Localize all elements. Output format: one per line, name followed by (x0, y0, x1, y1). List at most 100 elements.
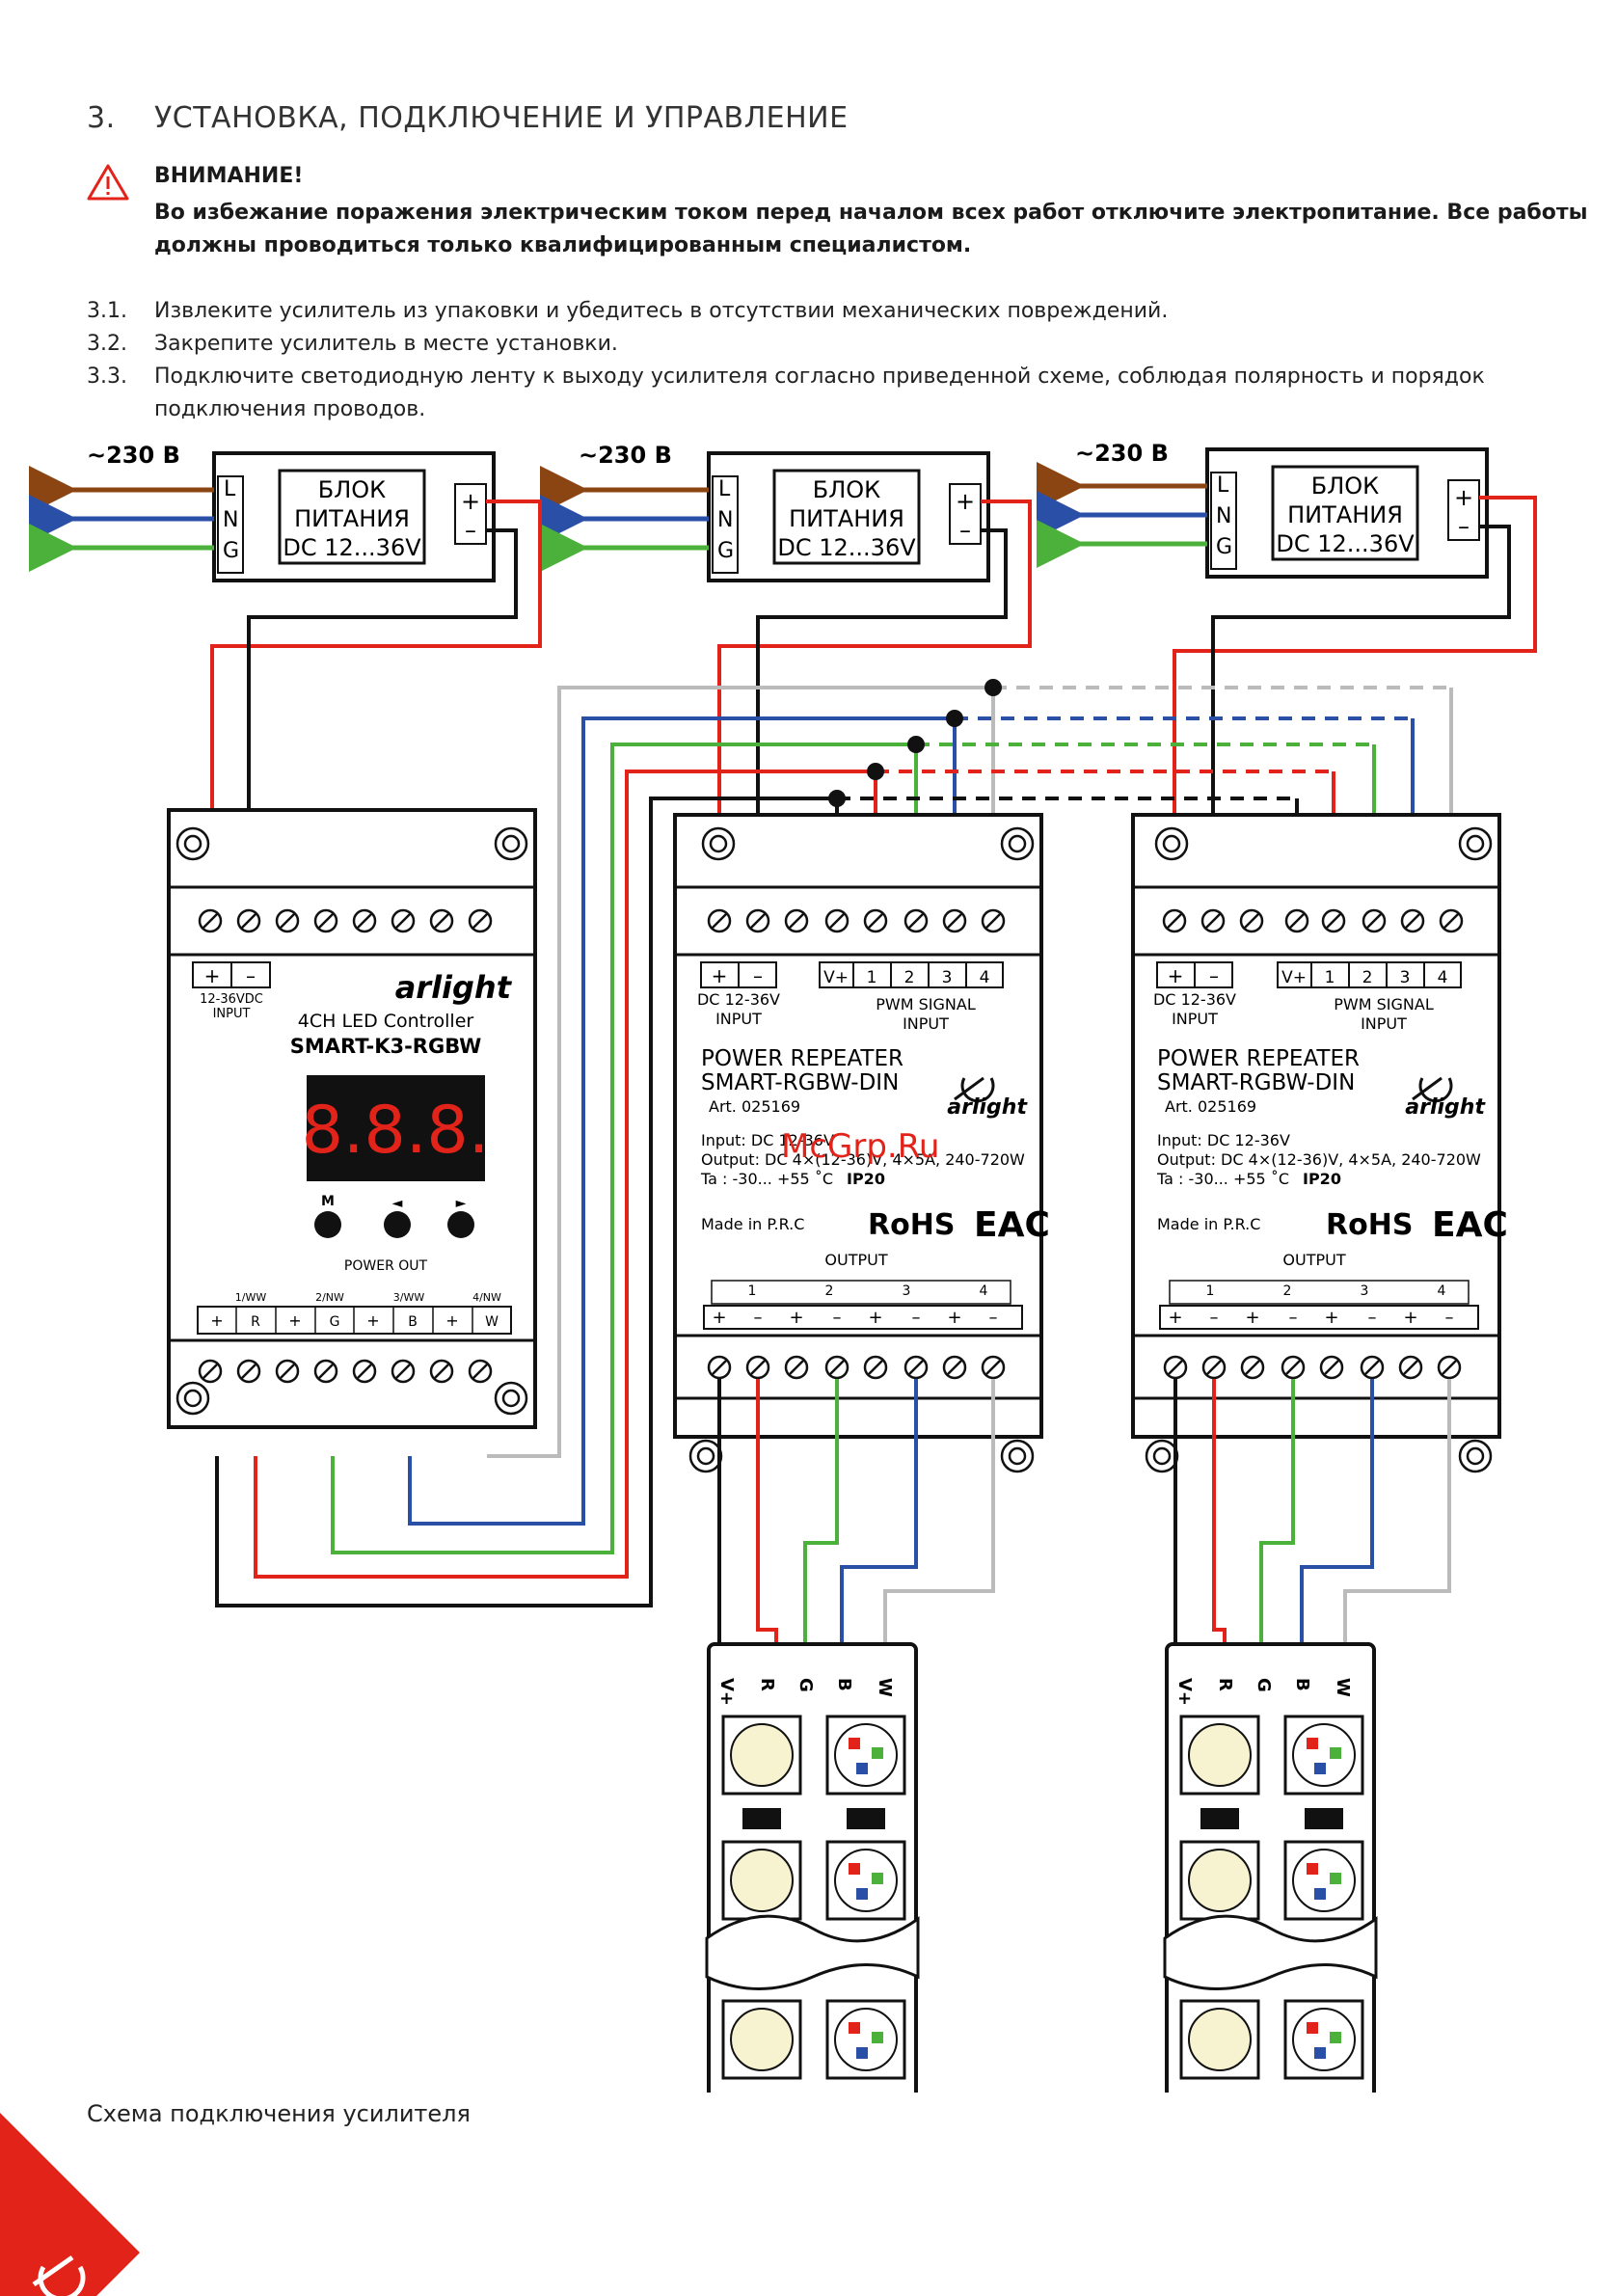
rgb-led-icon (834, 1849, 898, 1912)
pwm-term: 4 (1438, 968, 1448, 987)
mains-label: ~230 В (87, 442, 180, 469)
section-title: УСТАНОВКА, ПОДКЛЮЧЕНИЕ И УПРАВЛЕНИЕ (154, 101, 849, 135)
channel-label: 3/WW (393, 1291, 425, 1304)
pwm-term: 3 (942, 968, 953, 987)
power-repeater-1: + – DC 12-36V INPUT V+ 1 2 3 4 PWM SIGNA… (673, 813, 1050, 1473)
out-plus: + (1324, 1308, 1338, 1328)
steps-list: 3.1. Извлеките усилитель из упаковки и уб… (87, 295, 1552, 426)
dc-input-label2: INPUT (1172, 1010, 1218, 1028)
out-plus: + (1245, 1308, 1259, 1328)
output-channel-num: 2 (1283, 1283, 1292, 1299)
output-label: OUTPUT (824, 1251, 887, 1269)
output-label: OUTPUT (1282, 1251, 1345, 1269)
button-m (314, 1211, 341, 1238)
terminal-l-label: L (718, 477, 731, 501)
list-item: 3.3.Подключите светодиодную ленту к выхо… (87, 361, 1552, 426)
out-term: + (445, 1311, 458, 1330)
out-minus: – (1289, 1308, 1298, 1328)
repeater-title1: POWER REPEATER (1157, 1046, 1360, 1071)
strip-pin-label: B (1292, 1678, 1312, 1691)
out-minus: – (989, 1308, 998, 1328)
terminal-n-label: N (223, 508, 238, 532)
out-minus: – (754, 1308, 763, 1328)
white-led-icon (730, 1723, 794, 1787)
output-channel-num: 4 (1438, 1283, 1446, 1299)
output-channel-num: 1 (748, 1283, 757, 1299)
repeater-spec3: Ta : -30... +55 ˚C (1156, 1170, 1289, 1188)
repeater-spec2: Output: DC 4×(12-36)V, 4×5A, 240-720W (1157, 1150, 1481, 1169)
brand-corner-logo (0, 2113, 140, 2296)
psu-minus-label: – (1458, 513, 1470, 540)
out-minus: – (912, 1308, 921, 1328)
rgb-led-icon (834, 2008, 898, 2071)
repeater-spec3: Ta : -30... +55 ˚C (700, 1170, 833, 1188)
diagram-caption: Схема подключения усилителя (87, 2100, 471, 2127)
terminal-g-label: G (223, 539, 239, 563)
repeater-art: Art. 025169 (1165, 1097, 1256, 1116)
terminal-l-label: L (1217, 473, 1229, 498)
out-term: + (288, 1311, 301, 1330)
pwm-term: V+ (823, 968, 849, 987)
mains-label: ~230 В (1075, 440, 1169, 467)
psu-line2: ПИТАНИЯ (789, 505, 904, 532)
pwm-term: 2 (904, 968, 915, 987)
pwm-term: 1 (867, 968, 877, 987)
out-term: + (210, 1311, 223, 1330)
out-minus: – (1210, 1308, 1219, 1328)
out-plus: + (712, 1308, 726, 1328)
led-strip-1: V+ R G B W V+ R G B W (705, 1642, 920, 2093)
power-supply-1: ~230 В L N G БЛОК ПИТАНИЯ DC 12...36V + … (28, 442, 496, 582)
led-strip-2: V+ R G B W V+ R G B W (1163, 1642, 1378, 2093)
rohs-logo: RoHS (1326, 1208, 1413, 1242)
pwm-term: 2 (1362, 968, 1373, 987)
step-text: Извлеките усилитель из упаковки и убедит… (154, 299, 1169, 323)
controller-model-line1: 4CH LED Controller (298, 1011, 474, 1032)
psu-minus-label: – (465, 517, 476, 544)
rohs-logo: RoHS (868, 1208, 955, 1242)
arlight-swoosh-icon (954, 1076, 995, 1103)
strip-pin-label: W (875, 1678, 895, 1697)
repeater-title2: SMART-RGBW-DIN (1157, 1070, 1355, 1095)
strip-pin-label: G (796, 1678, 816, 1692)
output-channel-num: 3 (903, 1283, 911, 1299)
repeater-spec1: Input: DC 12-36V (1157, 1131, 1290, 1149)
strip-pin-label: G (1254, 1678, 1274, 1692)
rgb-led-icon (1292, 1849, 1356, 1912)
strip-pin-label: B (834, 1678, 854, 1691)
psu-line3: DC 12...36V (777, 534, 916, 561)
psu-line1: БЛОК (813, 476, 880, 503)
out-term: B (408, 1314, 418, 1330)
output-channel-num: 1 (1206, 1283, 1215, 1299)
terminal-g-label: G (1216, 535, 1232, 559)
strip-pin-label: R (1215, 1678, 1235, 1691)
out-minus: – (833, 1308, 842, 1328)
button-right (447, 1211, 474, 1238)
step-number: 3.1. (87, 299, 127, 323)
repeater-spec1: Input: DC 12-36V (701, 1131, 834, 1149)
power-supply-3: ~230 В L N G БЛОК ПИТАНИЯ DC 12...36V + … (1037, 440, 1489, 579)
controller-display: 8.8.8. (302, 1093, 490, 1169)
output-channel-num: 2 (825, 1283, 834, 1299)
out-plus: + (947, 1308, 961, 1328)
dc-minus-label: – (753, 964, 763, 987)
repeater-ip: IP20 (847, 1170, 885, 1188)
terminal-l-label: L (224, 477, 236, 501)
strip-pin-label: R (757, 1678, 777, 1691)
out-minus: – (1445, 1308, 1454, 1328)
rgb-led-icon (1292, 2008, 1356, 2071)
eac-logo: EAC (974, 1205, 1050, 1245)
step-number: 3.2. (87, 332, 127, 356)
power-supply-2: ~230 В L N G БЛОК ПИТАНИЯ DC 12...36V + … (540, 442, 990, 582)
controller-input-minus: – (246, 964, 256, 987)
out-term: + (366, 1311, 379, 1330)
step-text: Подключите светодиодную ленту к выходу у… (154, 365, 1485, 421)
terminal-n-label: N (1216, 504, 1231, 528)
wiring-diagram: ~230 В L N G БЛОК ПИТАНИЯ DC 12...36V + … (28, 440, 1537, 2093)
terminal-g-label: G (717, 539, 734, 563)
dc-plus-label: + (712, 964, 728, 987)
psu-plus-label: + (1454, 484, 1473, 511)
output-channel-num: 4 (980, 1283, 988, 1299)
repeater-brand-logo: arlight (1405, 1095, 1486, 1120)
power-repeater-2: + – DC 12-36V INPUT V+ 1 2 3 4 PWM SIGNA… (1131, 813, 1508, 1473)
psu-line1: БЛОК (1311, 473, 1379, 500)
